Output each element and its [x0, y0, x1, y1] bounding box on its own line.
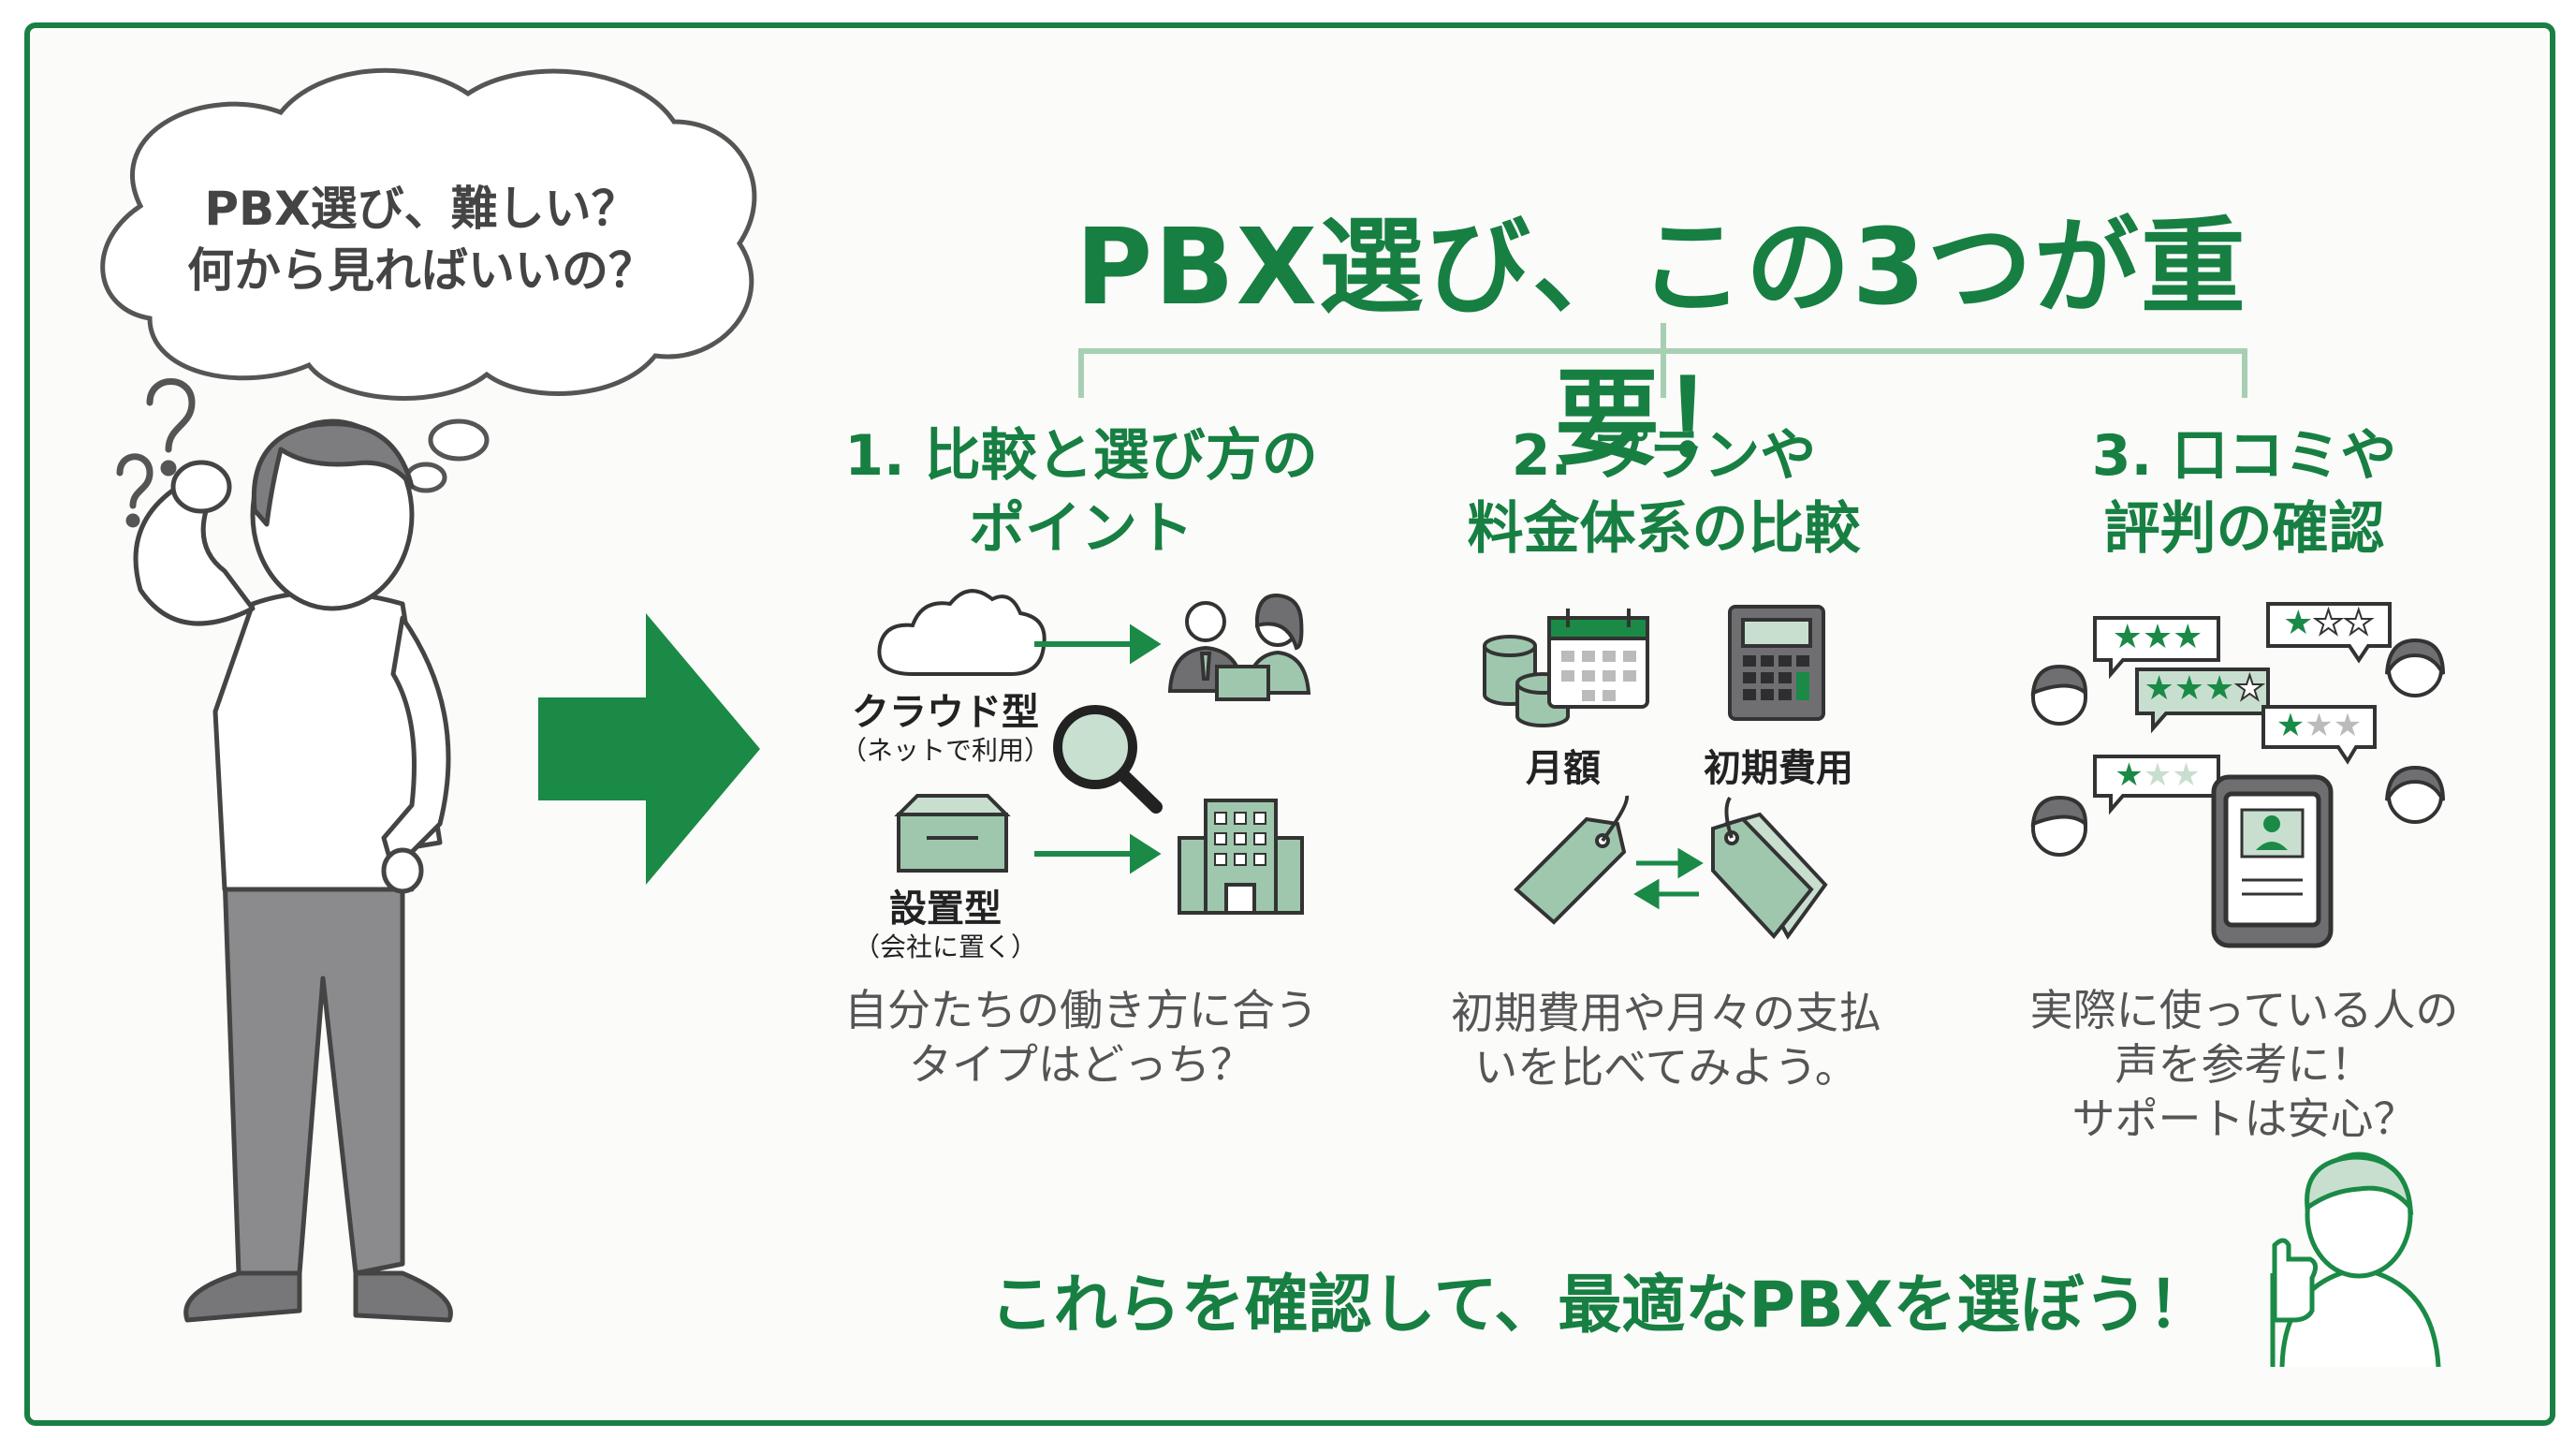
section-2-desc-line-2: いを比べてみよう。 [1474, 1042, 1858, 1093]
section-2-heading: 2. プランや 料金体系の比較 [1404, 419, 1924, 565]
section-1-desc-line-1: 自分たちの働き方に合う [844, 985, 1318, 1035]
rating-stars-1-of-3: ★★★ [2115, 756, 2201, 794]
remote-workers-icon [1167, 593, 1311, 701]
section-1-heading-line-1: 1. 比較と選び方の [844, 423, 1318, 489]
server-box-icon [894, 794, 1011, 873]
price-tag-icon [1514, 795, 1630, 925]
right-arrow-icon [1034, 833, 1162, 874]
section-1-description: 自分たちの働き方に合う タイプはどっち？ [805, 983, 1357, 1092]
price-tag-icon [1711, 796, 1828, 940]
onprem-label: 設置型 [889, 888, 1002, 931]
initial-cost-label: 初期費用 [1704, 747, 1853, 790]
connector-bracket [1078, 323, 2247, 398]
rating-stars-3: ★★★ [2112, 618, 2203, 656]
confused-person-illustration [133, 418, 453, 1323]
section-3-heading-line-2: 評判の確認 [2103, 496, 2385, 562]
rating-stars-1-of-3: ★★★ [2283, 603, 2375, 643]
cloud-label: クラウド型 [852, 691, 1039, 734]
user-face-icon [2030, 638, 2445, 857]
smartphone-icon [2211, 774, 2334, 948]
section-2-desc-line-1: 初期費用や月々の支払 [1451, 988, 1881, 1038]
thought-line-1: PBX選び、難しい？ [204, 182, 638, 236]
calculator-icon [1728, 605, 1825, 721]
cloud-icon [877, 589, 1046, 676]
section-3-description: 実際に使っている人の 声を参考に！ サポートは安心？ [1984, 983, 2504, 1146]
section-3-desc-line-3: サポートは安心？ [2071, 1093, 2417, 1144]
thumbs-up-person-illustration [2270, 1152, 2441, 1368]
section-3-desc-line-2: 声を参考に！ [2115, 1039, 2374, 1090]
swap-arrows-icon [1633, 847, 1704, 910]
onprem-sub: （会社に置く） [853, 932, 1037, 962]
rating-stars-3-of-4: ★★★★ [2144, 668, 2265, 709]
magnifier-icon [1053, 705, 1163, 814]
thought-line-2: 何から見ればいいの？ [187, 243, 655, 298]
section-2-heading-line-1: 2. プランや [1511, 423, 1817, 489]
section-3-heading: 3. 口コミや 評判の確認 [2012, 419, 2476, 565]
question-mark-icon [116, 378, 196, 528]
thought-bubble-text: PBX選び、難しい？ 何から見ればいいの？ [150, 178, 693, 301]
section-1-heading-line-2: ポイント [969, 496, 1193, 562]
section-3-heading-line-1: 3. 口コミや [2091, 423, 2397, 489]
calendar-icon [1547, 609, 1649, 709]
big-arrow-icon [538, 613, 760, 885]
section-1-heading: 1. 比較と選び方の ポイント [824, 419, 1339, 565]
review-bubbles-icon [2093, 602, 2392, 815]
section-2-description: 初期費用や月々の支払 いを比べてみよう。 [1413, 986, 1919, 1094]
section-1-desc-line-2: タイプはどっち？ [909, 1039, 1253, 1090]
monthly-label: 月額 [1526, 747, 1601, 790]
rating-stars-1-of-3: ★★★ [2276, 707, 2363, 744]
section-2-heading-line-2: 料金体系の比較 [1467, 496, 1861, 562]
cloud-sub: （ネットで利用） [840, 735, 1050, 766]
office-building-icon [1178, 799, 1304, 915]
right-arrow-icon [1034, 624, 1162, 665]
main-title: PBX選び、この3つが重要！ [1076, 207, 2247, 480]
footer-message: これらを確認して、最適なPBXを選ぼう！ [989, 1269, 2212, 1343]
section-3-desc-line-1: 実際に使っている人の [2029, 985, 2459, 1035]
